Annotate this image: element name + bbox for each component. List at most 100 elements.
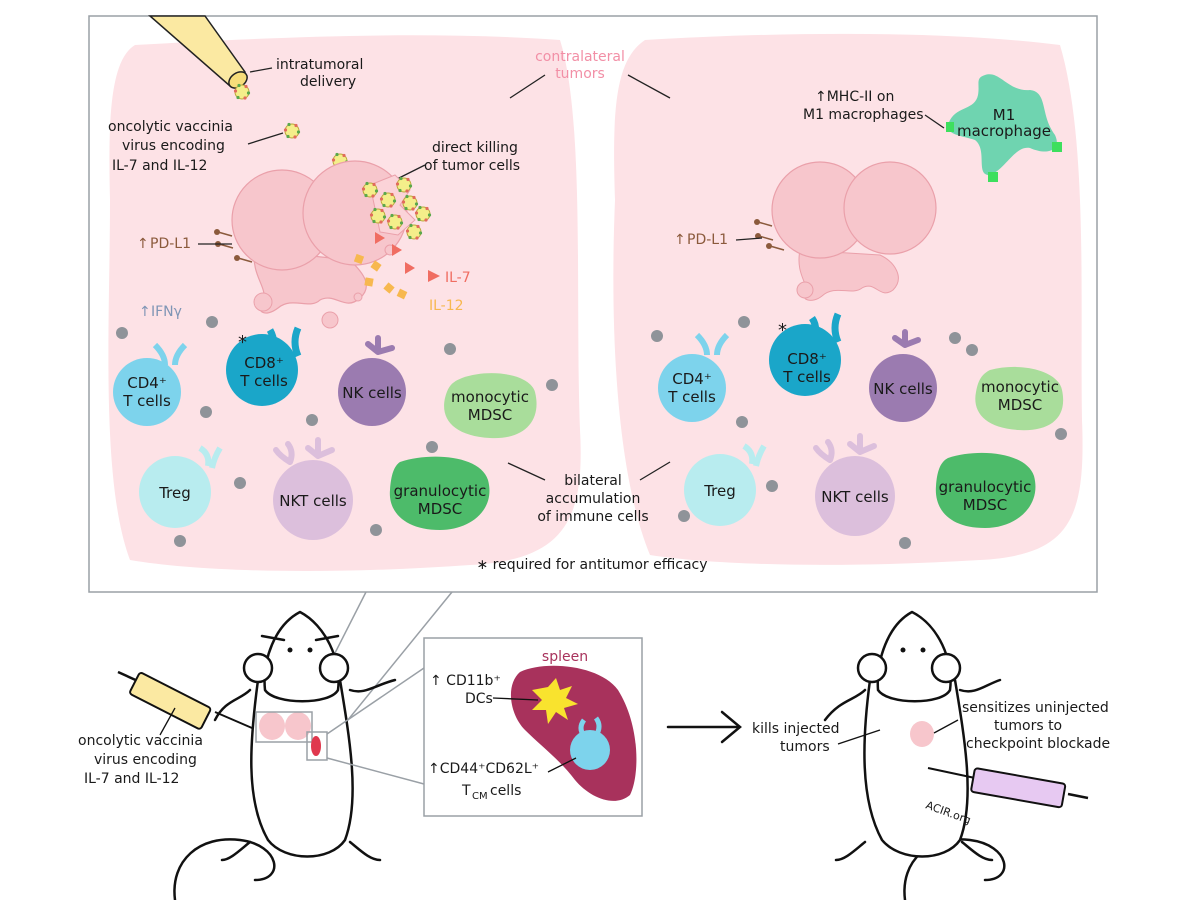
nk-cell-left — [338, 335, 406, 426]
virus-text-2: virus encoding — [122, 138, 225, 154]
mhc-label-1: ↑MHC-II on — [815, 89, 894, 105]
syringe-left-icon — [117, 670, 253, 730]
sensitizes-label-2: tumors to — [994, 718, 1062, 734]
contralateral-label-1: contralateral — [535, 49, 625, 65]
bottom-virus-text-2: virus encoding — [94, 752, 197, 768]
ifn-label: IFNγ — [151, 304, 182, 320]
granulocytic-mdsc-right — [935, 452, 1036, 528]
il7-triangles — [375, 232, 440, 282]
contralateral-tumor — [311, 736, 321, 756]
delivery-needle-icon — [148, 15, 251, 101]
cd11b-label-1: ↑ CD11b⁺ — [430, 673, 501, 689]
cd4-label-left-2: T cells — [122, 392, 171, 410]
nkt-label-left: NKT cells — [279, 492, 347, 510]
monocytic-mdsc-right — [975, 366, 1064, 431]
cd8-label-left-1: CD8⁺ — [244, 354, 284, 372]
m1-macrophage — [948, 74, 1057, 176]
dc-cell — [532, 678, 578, 724]
contralateral-pointer-right — [627, 74, 671, 99]
cd44-label-cells: cells — [490, 783, 521, 799]
nk-label-right: NK cells — [873, 380, 933, 398]
mhc-receptor-icon — [946, 122, 954, 132]
pdl1-right-label: PD-L1 — [687, 232, 728, 248]
mhc-receptor-icon — [988, 172, 998, 182]
cd8-label-left-2: T cells — [239, 372, 288, 390]
cd8-label-right-2: T cells — [782, 368, 831, 386]
right-tumor-cells — [771, 161, 937, 301]
granulocytic-label-right-2: MDSC — [963, 496, 1008, 514]
kills-label-2: tumors — [780, 739, 830, 755]
direct-killing-1: direct killing — [432, 140, 518, 156]
bottom-virus-text-1: oncolytic vaccinia — [78, 733, 203, 749]
spleen-callout-line — [326, 667, 425, 735]
cd8-label-right-1: CD8⁺ — [787, 350, 827, 368]
granulocytic-label-left-1: granulocytic — [394, 482, 487, 500]
tumor-highlight-box — [255, 711, 313, 743]
cd4-label-right-2: T cells — [667, 388, 716, 406]
spleen-callout-line — [326, 757, 425, 785]
tcm-cell — [570, 716, 610, 770]
nk-label-left: NK cells — [342, 384, 402, 402]
treg-label-left: Treg — [158, 484, 191, 502]
il12-label: IL-12 — [429, 298, 464, 314]
monocytic-label-left-1: monocytic — [451, 388, 529, 406]
monocytic-label-right-1: monocytic — [981, 378, 1059, 396]
cytokine-dots-left — [116, 316, 558, 547]
right-mouse — [823, 610, 1006, 900]
il12-squares — [353, 253, 408, 300]
cd8-cell-right — [769, 312, 842, 396]
pdl1-left-arrow: ↑ — [137, 236, 149, 252]
virus-text-3: IL-7 and IL-12 — [112, 158, 207, 174]
sensitizes-label-3: checkpoint blockade — [966, 736, 1110, 752]
injected-tumor-left — [259, 712, 285, 740]
kills-label-1: kills injected — [752, 721, 839, 737]
cd4-label-left-1: CD4⁺ — [127, 374, 167, 392]
intratumoral-delivery-2: delivery — [300, 74, 356, 90]
monocytic-label-right-2: MDSC — [998, 396, 1043, 414]
granulocytic-label-left-2: MDSC — [418, 500, 463, 518]
syringe-right-icon — [927, 767, 1089, 809]
mouse-eye — [287, 647, 293, 653]
bilateral-label-3: of immune cells — [537, 509, 648, 525]
left-mouse — [173, 610, 397, 900]
mouse-eye — [920, 647, 926, 653]
pdl1-right-arrow: ↑ — [674, 232, 686, 248]
footnote: ∗ required for antitumor efficacy — [477, 557, 708, 573]
ifn-arrow: ↑ — [139, 304, 151, 320]
cytokine-dots-right — [651, 316, 1067, 549]
nk-cell-right — [869, 329, 937, 422]
m1-label-2: macrophage — [957, 122, 1051, 140]
mhc-receptor-icon — [1052, 142, 1062, 152]
bottom-virus-text-3: IL-7 and IL-12 — [84, 771, 179, 787]
cd4-cell-left — [113, 342, 188, 426]
bilateral-label-1: bilateral — [564, 473, 622, 489]
cd44-label-cm: CM — [472, 791, 488, 802]
cd8-asterisk-left: * — [238, 332, 247, 353]
callout-line — [329, 591, 453, 743]
granulocytic-mdsc-left — [389, 456, 490, 530]
contralateral-highlight-box — [306, 731, 328, 761]
right-tumor-region — [613, 33, 1083, 565]
monocytic-label-left-2: MDSC — [468, 406, 513, 424]
cd8-asterisk-right: * — [778, 320, 787, 341]
pdl1-left-label: PD-L1 — [150, 236, 191, 252]
bilateral-label-2: accumulation — [546, 491, 641, 507]
uninjected-tumor — [910, 721, 934, 747]
direct-killing-2: of tumor cells — [424, 158, 520, 174]
cd8-cell-left — [226, 326, 302, 406]
contralateral-pointer-left — [509, 74, 546, 99]
treg-cell-right — [684, 443, 767, 526]
sensitizes-label-1: sensitizes uninjected — [962, 700, 1109, 716]
virus-text-1: oncolytic vaccinia — [108, 119, 233, 135]
cd44-label-T: T — [461, 783, 471, 799]
cd11b-label-2: DCs — [465, 691, 493, 707]
nkt-cell-right — [813, 433, 895, 536]
nkt-label-right: NKT cells — [821, 488, 889, 506]
contralateral-label-2: tumors — [555, 66, 605, 82]
cd4-label-right-1: CD4⁺ — [672, 370, 712, 388]
mouse-eye — [307, 647, 313, 653]
intratumoral-delivery-1: intratumoral — [276, 57, 363, 73]
nkt-cell-left — [273, 437, 353, 540]
monocytic-mdsc-left — [444, 373, 537, 439]
